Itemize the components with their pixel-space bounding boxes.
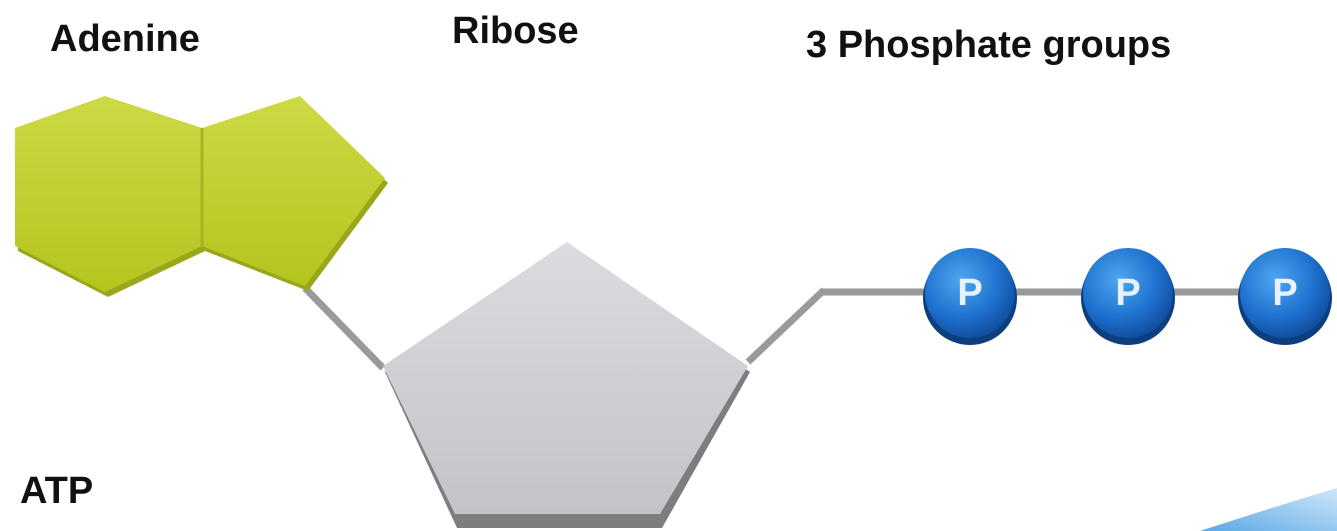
phosphate-circle-3: P bbox=[1238, 248, 1332, 345]
ribose-label: Ribose bbox=[452, 10, 579, 52]
bond-lines bbox=[302, 285, 1245, 371]
ribose-shape bbox=[383, 242, 750, 528]
atp-label: ATP bbox=[20, 470, 94, 512]
corner-swoosh-decoration bbox=[1200, 488, 1337, 531]
phosphate-groups-label: 3 Phosphate groups bbox=[806, 24, 1172, 66]
phosphate-label-3: P bbox=[1272, 272, 1297, 314]
phosphate-label-2: P bbox=[1115, 272, 1140, 314]
phosphate-circle-2: P bbox=[1081, 248, 1175, 345]
adenine-shape bbox=[15, 96, 388, 297]
phosphate-circle-1: P bbox=[923, 248, 1017, 345]
phosphate-label-1: P bbox=[957, 272, 982, 314]
phosphate-group: P P P bbox=[923, 248, 1332, 345]
adenine-label: Adenine bbox=[50, 18, 200, 60]
bond-ribose-linker bbox=[745, 287, 827, 365]
bond-adenine-ribose bbox=[302, 285, 386, 371]
